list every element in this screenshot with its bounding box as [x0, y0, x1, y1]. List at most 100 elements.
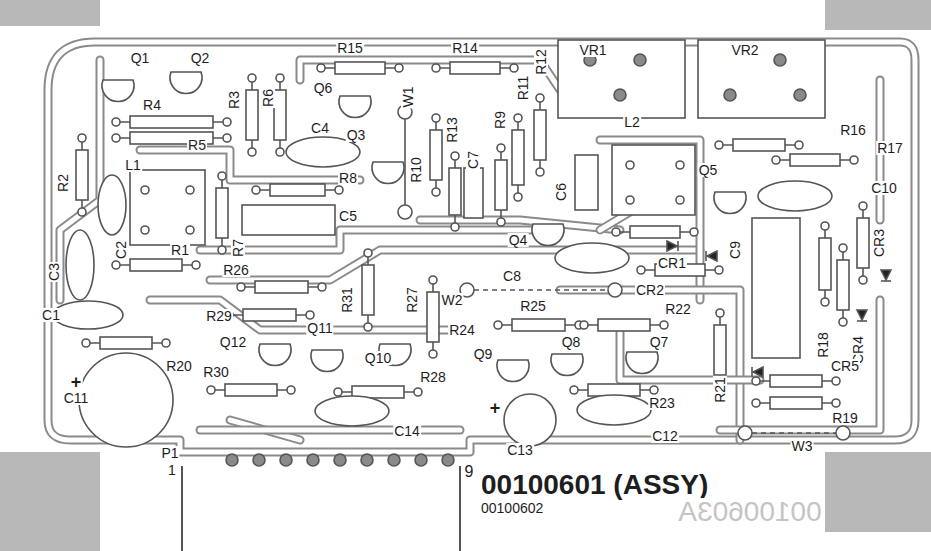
capacitor-symbol: [315, 396, 389, 426]
solder-pad: [497, 218, 505, 226]
reference-designator: C1: [41, 308, 61, 322]
reference-designator: Q5: [698, 163, 719, 177]
reference-designator: R28: [419, 370, 447, 384]
reference-designator: R20: [165, 359, 193, 373]
solder-pad: [821, 222, 829, 230]
connector-pin: [253, 454, 265, 466]
reference-designator: C13: [506, 443, 534, 457]
reference-designator: Q12: [219, 335, 247, 349]
transistor-symbol: [532, 224, 564, 246]
solder-pad: [162, 339, 170, 347]
reference-designator: R29: [205, 309, 233, 323]
solder-pad: [432, 64, 440, 72]
solder-pad: [716, 309, 724, 317]
solder-pad: [218, 172, 226, 180]
solder-pad: [536, 94, 544, 102]
connector-pin: [280, 454, 292, 466]
resistor-symbol: [770, 397, 822, 409]
solder-pad: [795, 141, 803, 149]
reference-designator: C6: [554, 182, 568, 202]
solder-pad: [752, 399, 760, 407]
resistor-symbol: [427, 292, 439, 342]
resistor-symbol: [790, 154, 840, 166]
solder-pad: [78, 134, 86, 142]
transistor-symbol: [311, 350, 343, 372]
reference-designator: C2: [114, 240, 128, 260]
resistor-symbol: [770, 375, 822, 387]
solder-pad: [626, 161, 634, 169]
diode-symbol: [881, 270, 891, 281]
diode-body: [881, 270, 891, 280]
transistor-symbol: [170, 72, 202, 94]
solder-pad: [112, 134, 120, 142]
inductor-can: [612, 145, 695, 215]
diode-body: [707, 251, 717, 261]
reference-designator: C3: [47, 262, 61, 282]
resistor-symbol: [270, 184, 325, 196]
resistor-symbol: [430, 130, 442, 180]
electrolytic-capacitor: [79, 353, 173, 447]
diode-body: [753, 367, 763, 377]
reference-designator: R14: [451, 41, 479, 55]
reference-designator: R3: [227, 90, 241, 110]
reference-designator: R15: [336, 41, 364, 55]
resistor-symbol: [246, 90, 258, 140]
resistor-symbol: [130, 116, 213, 128]
resistor-symbol: [335, 62, 385, 74]
solder-pad: [318, 283, 326, 291]
reference-designator: R18: [816, 331, 830, 359]
solder-pad: [335, 186, 343, 194]
capacitor-body: [242, 205, 335, 235]
solder-pad: [192, 261, 200, 269]
solder-pad: [626, 196, 634, 204]
solder-pad: [432, 188, 440, 196]
solder-pad: [223, 118, 231, 126]
reference-designator: Q4: [508, 233, 529, 247]
solder-pad: [715, 141, 723, 149]
pot-pin: [614, 89, 626, 101]
diode-symbol: [667, 241, 678, 251]
resistor-symbol: [225, 384, 277, 396]
resistor-symbol: [630, 226, 680, 238]
solder-pad: [637, 266, 645, 274]
reference-designator: R26: [222, 263, 250, 277]
electrolytic-capacitor: [504, 394, 556, 446]
corner-block: [825, 452, 931, 532]
solder-pad: [650, 386, 658, 394]
copper-trace: [560, 290, 740, 440]
resistor-symbol: [857, 218, 869, 268]
solder-pad: [821, 298, 829, 306]
connector-pin: [307, 454, 319, 466]
connector-pin: [226, 454, 238, 466]
solder-pad: [494, 321, 502, 329]
solder-pad: [317, 64, 325, 72]
part-number: 00100603A: [677, 498, 822, 526]
connector-pin: [442, 454, 454, 466]
part-number: 00100601 (ASSY): [480, 471, 709, 499]
pot-pin: [794, 89, 806, 101]
solder-pad: [839, 318, 847, 326]
reference-designator: R11: [516, 75, 530, 102]
solder-pad: [772, 156, 780, 164]
diode-body: [667, 241, 677, 251]
solder-pad: [497, 144, 505, 152]
corner-block: [0, 452, 100, 551]
pot-pin: [724, 89, 736, 101]
jumper-wire: [404, 119, 406, 205]
diode-bar: [705, 251, 707, 261]
solder-pad: [514, 193, 522, 201]
solder-pad: [429, 276, 437, 284]
pin-number: 9: [464, 464, 475, 480]
solder-pad: [112, 118, 120, 126]
diode-symbol: [752, 367, 763, 377]
solder-pad: [715, 266, 723, 274]
transistor-symbol: [551, 354, 583, 376]
inductor-can: [130, 170, 205, 245]
corner-block: [0, 0, 100, 26]
solder-pad: [248, 74, 256, 82]
reference-designator: R6: [261, 88, 275, 108]
capacitor-symbol: [53, 301, 123, 329]
reference-designator: Q3: [346, 128, 367, 142]
solder-pad: [850, 156, 858, 164]
resistor-symbol: [733, 139, 785, 151]
